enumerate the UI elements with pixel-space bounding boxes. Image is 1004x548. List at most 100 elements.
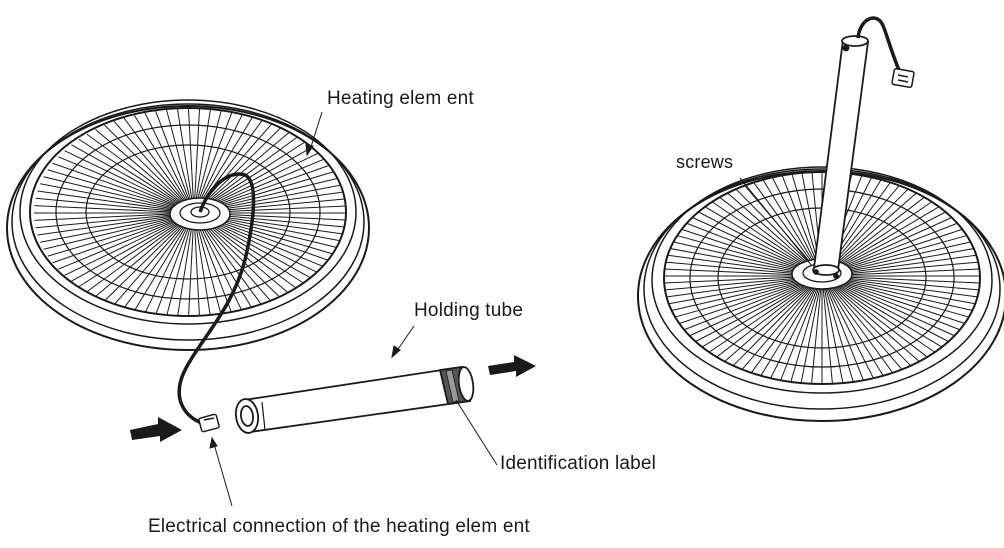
heating-coil-spoke bbox=[95, 222, 183, 297]
heating-coil-spoke bbox=[144, 224, 189, 315]
heating-coil-spoke bbox=[34, 205, 175, 213]
heating-coil-spoke bbox=[667, 278, 804, 305]
heating-coil-spoke bbox=[839, 234, 970, 272]
electrical-connector bbox=[198, 413, 220, 433]
heating-coil-spoke bbox=[840, 279, 974, 312]
right-heating-element bbox=[637, 166, 1004, 422]
heating-coil-spoke bbox=[194, 225, 201, 316]
heating-coil-spoke bbox=[213, 213, 346, 221]
heating-coil-spoke bbox=[838, 282, 961, 331]
heating-coil-spoke bbox=[205, 222, 293, 297]
heating-coil-spoke bbox=[211, 217, 341, 257]
heating-coil-spoke bbox=[839, 280, 970, 318]
heating-coil-spoke bbox=[833, 189, 920, 267]
heating-coil-spoke bbox=[212, 197, 346, 212]
heating-coil-spoke bbox=[209, 150, 324, 206]
heating-coil-spoke bbox=[40, 183, 176, 210]
heating-coil-spoke bbox=[113, 223, 185, 306]
heating-coil-spoke bbox=[212, 183, 346, 210]
heating-coil-spoke bbox=[211, 169, 341, 209]
heating-coil-spoke bbox=[207, 221, 310, 288]
heating-coil-spoke bbox=[831, 286, 903, 370]
heating-element-cable bbox=[177, 172, 256, 426]
heating-coil-spoke bbox=[34, 213, 175, 221]
screw-icon bbox=[833, 273, 839, 279]
heating-coil-spoke bbox=[206, 222, 302, 293]
heating-coil-spoke bbox=[831, 182, 903, 266]
heating-coil-spoke bbox=[165, 108, 192, 201]
heating-coil-spoke bbox=[832, 286, 912, 367]
screw-icon bbox=[813, 269, 819, 275]
heating-coil-spoke bbox=[144, 111, 189, 202]
heating-coil-spoke bbox=[670, 279, 804, 312]
heating-coil-spoke bbox=[770, 288, 817, 379]
heating-coil-spoke bbox=[205, 129, 293, 204]
heating-coil-spoke bbox=[828, 287, 884, 377]
heating-coil-spoke bbox=[154, 225, 190, 316]
heating-coil-spoke bbox=[811, 288, 822, 384]
heating-coil-spoke bbox=[210, 156, 330, 207]
heating-coil-spoke bbox=[678, 281, 805, 325]
heating-coil-spoke bbox=[837, 215, 956, 270]
heating-coil-spoke bbox=[824, 288, 844, 384]
heating-coil-spoke bbox=[123, 224, 186, 309]
heating-coil-spoke bbox=[212, 214, 346, 229]
heating-coil-spoke bbox=[800, 288, 820, 384]
top-connector bbox=[891, 67, 915, 89]
heating-coil-spoke bbox=[834, 285, 928, 358]
heating-coil-spoke bbox=[123, 117, 186, 202]
heating-coil-spoke bbox=[86, 222, 182, 293]
heating-coil-spoke bbox=[760, 175, 816, 265]
electrical-connection-label: Electrical connection of the heating ele… bbox=[148, 516, 530, 537]
heating-coil-spoke bbox=[195, 225, 212, 316]
heating-coil-spoke bbox=[839, 227, 966, 271]
heating-coil-spoke bbox=[833, 285, 920, 363]
heating-coil-spoke bbox=[208, 220, 317, 282]
heating-coil-spoke bbox=[212, 215, 346, 236]
heating-coil-spoke bbox=[840, 240, 974, 273]
heating-coil-spoke bbox=[187, 225, 194, 316]
heating-coil-spoke bbox=[199, 111, 244, 202]
heating-coil-spoke bbox=[206, 133, 302, 204]
heating-coil-spoke bbox=[839, 281, 966, 325]
holding-tube-label: Holding tube bbox=[414, 300, 524, 321]
heating-coil-spoke bbox=[104, 223, 184, 302]
heating-coil-spoke bbox=[212, 190, 346, 211]
heating-coil-spoke bbox=[701, 284, 808, 348]
heating-coil-spoke bbox=[724, 189, 811, 267]
heating-coil-spoke bbox=[836, 284, 943, 348]
heating-coil-spoke bbox=[694, 209, 807, 269]
heating-coil-spoke bbox=[837, 282, 956, 337]
heating-coil-spoke bbox=[678, 227, 805, 271]
identification-label-text: Identification label bbox=[500, 453, 657, 474]
heating-coil-spoke bbox=[694, 283, 807, 343]
heating-coil-spoke bbox=[701, 204, 808, 268]
heating-coil-spoke bbox=[688, 282, 807, 337]
heating-coil-spoke bbox=[750, 178, 814, 265]
heating-coil-spoke bbox=[40, 216, 176, 243]
right-pull-arrow bbox=[488, 355, 536, 377]
heating-coil-spoke bbox=[198, 109, 234, 201]
heating-coil-spoke bbox=[196, 108, 223, 201]
heating-coil-spoke bbox=[52, 162, 178, 208]
heating-coil-spoke bbox=[210, 162, 336, 208]
heating-coil-spoke bbox=[683, 282, 806, 331]
heating-coil-spoke bbox=[133, 224, 188, 312]
heating-coil-spoke bbox=[835, 284, 936, 353]
heating-coil-spoke bbox=[664, 277, 804, 291]
heating-coil-spoke bbox=[708, 199, 809, 268]
heating-coil-spoke bbox=[196, 225, 223, 316]
heating-coil-spoke bbox=[716, 285, 810, 358]
heating-coil-spoke bbox=[825, 288, 854, 383]
holding-tube bbox=[234, 365, 475, 434]
leader-lines bbox=[209, 111, 813, 507]
heating-coil-spoke bbox=[71, 220, 180, 282]
heating-coil-spoke bbox=[732, 185, 812, 266]
heating-coil-spoke bbox=[664, 261, 804, 275]
heating-coil-spoke bbox=[840, 278, 979, 298]
top-cable bbox=[856, 16, 902, 73]
heating-coil-spoke bbox=[200, 224, 255, 312]
heating-coil-spoke bbox=[780, 172, 818, 264]
heating-coil-spoke bbox=[840, 254, 979, 274]
